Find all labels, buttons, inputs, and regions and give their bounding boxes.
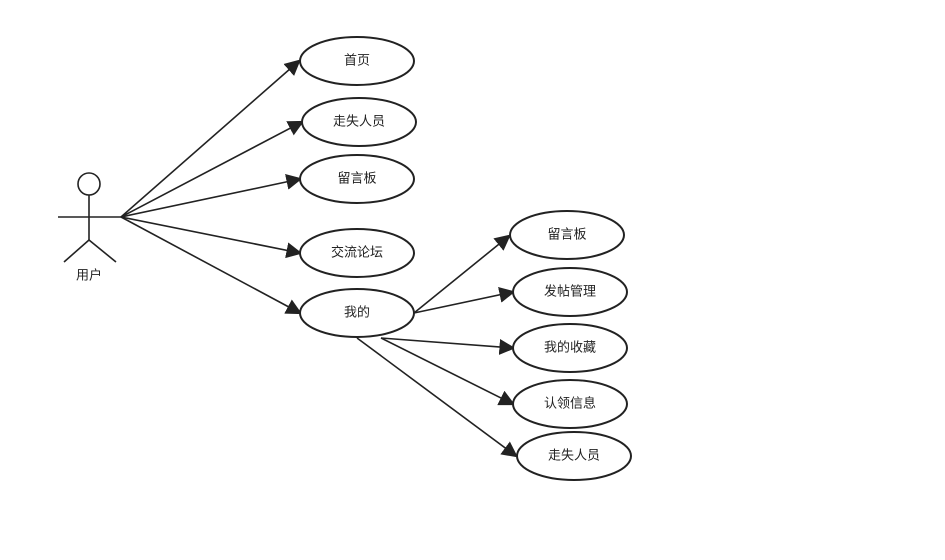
actor-edges	[120, 59, 305, 315]
usecase-my-favorites-label: 我的收藏	[544, 340, 596, 356]
usecase-missing-persons-ellipse	[301, 97, 417, 147]
usecase-mine-message-board-ellipse	[509, 210, 625, 260]
actor-head	[77, 172, 101, 196]
usecase-my-favorites[interactable]: 我的收藏	[512, 323, 628, 373]
usecase-message-board[interactable]: 留言板	[299, 154, 415, 204]
edge-mine-post-management	[413, 286, 516, 314]
edge-mine-missing-persons	[356, 337, 518, 458]
usecase-claim-info[interactable]: 认领信息	[512, 379, 628, 429]
edge-mine-message-board	[413, 234, 511, 314]
usecase-mine-missing-persons-ellipse	[516, 431, 632, 481]
mine-edges	[356, 234, 518, 458]
edge-mine-my-favorites	[380, 337, 516, 355]
usecase-mine-message-board[interactable]: 留言板	[509, 210, 625, 260]
usecase-forum-ellipse	[299, 228, 415, 278]
usecase-mine-label: 我的	[344, 305, 370, 321]
edge-actor-message-board	[120, 173, 303, 218]
edge-actor-mine	[120, 216, 303, 315]
usecase-claim-info-ellipse	[512, 379, 628, 429]
edge-actor-missing-persons	[120, 120, 305, 218]
usecase-mine-message-board-label: 留言板	[547, 228, 586, 243]
usecase-mine-missing-persons-label: 走失人员	[548, 449, 600, 464]
usecase-post-management[interactable]: 发帖管理	[512, 267, 628, 317]
edge-actor-home	[120, 59, 301, 218]
usecase-post-management-ellipse	[512, 267, 628, 317]
usecase-forum-label: 交流论坛	[331, 245, 383, 261]
actor-right-leg	[88, 239, 117, 263]
actor-left-leg	[63, 239, 90, 263]
usecase-message-board-ellipse	[299, 154, 415, 204]
usecase-mine-ellipse	[299, 288, 415, 338]
actor-user: 用户	[58, 172, 121, 284]
edge-mine-claim-info	[380, 337, 516, 406]
usecase-mine[interactable]: 我的	[299, 288, 415, 338]
usecase-missing-persons-label: 走失人员	[333, 115, 385, 130]
actor-label: 用户	[76, 268, 102, 284]
usecase-missing-persons[interactable]: 走失人员	[301, 97, 417, 147]
usecase-home-label: 首页	[344, 54, 370, 69]
usecase-home-ellipse	[299, 36, 415, 86]
edge-actor-forum	[120, 216, 303, 259]
usecase-mine-missing-persons[interactable]: 走失人员	[516, 431, 632, 481]
usecase-forum[interactable]: 交流论坛	[299, 228, 415, 278]
usecase-home[interactable]: 首页	[299, 36, 415, 86]
usecase-message-board-label: 留言板	[337, 172, 376, 187]
usecase-my-favorites-ellipse	[512, 323, 628, 373]
usecase-claim-info-label: 认领信息	[544, 396, 596, 412]
usecase-post-management-label: 发帖管理	[544, 284, 596, 300]
